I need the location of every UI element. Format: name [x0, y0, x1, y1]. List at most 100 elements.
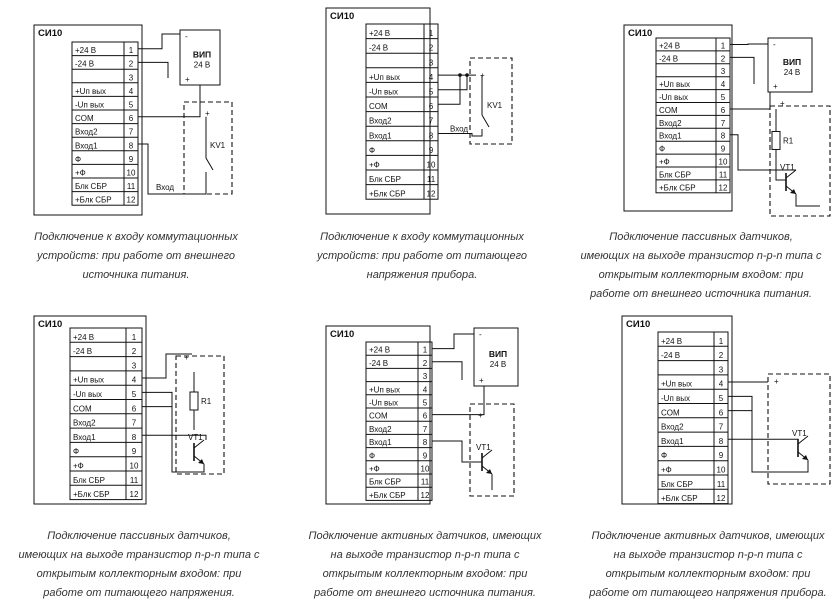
caption-5: Подключение активных датчиков, имеющих н… — [290, 527, 560, 603]
terminal-label: +Блк СБР — [369, 491, 406, 500]
wire-res-base — [775, 172, 786, 181]
terminal-number: 3 — [129, 73, 134, 82]
terminal-number: 5 — [129, 101, 134, 110]
device-body — [623, 24, 733, 212]
terminal-label: COM — [661, 408, 680, 417]
terminal-number: 6 — [129, 114, 134, 123]
vip-plus-sign: + — [479, 376, 484, 385]
transistor-arrow — [802, 455, 808, 460]
caption-1-line-3: источника питания. — [82, 269, 190, 281]
wire-input1 — [730, 134, 796, 171]
vip-plus-sign: + — [185, 75, 190, 84]
terminal-label: Вход1 — [659, 132, 682, 141]
p5-plus-sign: + — [478, 411, 483, 420]
wire-m24 — [138, 61, 169, 78]
terminal-label: Вход2 — [75, 128, 98, 137]
terminal-number: 11 — [421, 478, 430, 487]
terminal-number: 1 — [719, 337, 724, 346]
terminal-number: 6 — [721, 106, 726, 115]
caption-2-line-3: напряжения прибора. — [366, 269, 478, 281]
vip-title: ВИП — [489, 349, 507, 359]
vip-title: ВИП — [783, 57, 801, 67]
junction-dot — [458, 73, 462, 77]
transistor-label: VT1 — [792, 429, 807, 438]
terminal-number: 10 — [427, 161, 436, 170]
vip-box — [767, 37, 813, 93]
sensor-dashed-box — [175, 355, 225, 475]
terminal-label: Ф — [369, 146, 375, 155]
caption-6: Подключение активных датчиков, имеющих н… — [580, 527, 836, 603]
terminal-number: 12 — [421, 491, 430, 500]
terminal-label: Вход1 — [75, 141, 98, 150]
terminal-label: -Uп вых — [661, 394, 690, 403]
caption-6-line-3: открытым коллекторным входом: при — [605, 568, 811, 580]
caption-3-line-3: открытым коллекторным входом: при — [598, 269, 804, 281]
wire-emitter — [795, 194, 820, 207]
terminal-number: 11 — [717, 480, 726, 489]
terminal-number: 2 — [429, 44, 434, 53]
terminal-number: 9 — [423, 451, 428, 460]
terminal-label: Блк СБР — [369, 175, 401, 184]
terminal-label: Вход1 — [369, 131, 392, 140]
device-title: СИ10 — [330, 329, 354, 340]
terminal-number: 4 — [721, 80, 726, 89]
terminal-number: 5 — [719, 394, 724, 403]
p4-plus-sign: + — [184, 353, 189, 362]
terminal-label: +Uп вых — [369, 385, 400, 394]
terminal-label: Вход1 — [369, 438, 392, 447]
terminal-number: 9 — [719, 451, 724, 460]
terminal-number: 4 — [129, 87, 134, 96]
terminal-label: -Uп вых — [659, 93, 688, 102]
terminal-label: +Блк СБР — [75, 196, 112, 205]
terminal-label: Ф — [369, 451, 375, 460]
p6-plus-sign: + — [774, 377, 779, 386]
device-title: СИ10 — [628, 28, 652, 39]
terminal-number: 4 — [423, 385, 428, 394]
wire-com — [138, 85, 201, 118]
wire-com — [438, 75, 461, 105]
wire-uplus — [142, 353, 192, 379]
terminal-number: 10 — [421, 465, 430, 474]
wire-input1 — [438, 133, 483, 137]
terminal-label: -24 В — [659, 54, 678, 63]
terminal-label: COM — [73, 404, 92, 413]
terminal-number: 3 — [132, 361, 137, 370]
caption-4-line-4: работе от питающего напряжения. — [43, 587, 235, 599]
sensor-dashed-box — [469, 403, 515, 497]
relay-label: KV1 — [210, 141, 226, 150]
terminal-number: 8 — [423, 438, 428, 447]
caption-3-line-1: Подключение пассивных датчиков, — [609, 231, 793, 243]
caption-5-line-2: на выходе транзистор n-p-n типа с — [330, 549, 520, 561]
terminal-label: +Ф — [659, 158, 670, 167]
terminal-label: +24 В — [369, 346, 390, 355]
terminal-number: 2 — [719, 351, 724, 360]
terminal-label: -24 В — [369, 44, 388, 53]
terminal-number: 6 — [132, 404, 137, 413]
transistor-arrow — [198, 459, 204, 464]
caption-6-line-2: на выходе транзистор n-p-n типа с — [613, 549, 803, 561]
terminal-label: +Uп вых — [73, 376, 104, 385]
terminal-number: 3 — [721, 67, 726, 76]
terminal-number: 8 — [719, 437, 724, 446]
device-title: СИ10 — [330, 11, 354, 22]
terminal-number: 2 — [721, 54, 726, 63]
resistor-label: R1 — [201, 397, 212, 406]
terminal-label: +Ф — [661, 466, 672, 475]
caption-5-line-3: открытым коллекторным входом: при — [322, 568, 528, 580]
transistor-arrow — [486, 469, 492, 474]
relay-contact — [205, 157, 214, 171]
terminal-number: 10 — [127, 169, 136, 178]
terminal-label: -Uп вых — [369, 399, 398, 408]
terminal-label: Блк СБР — [661, 480, 693, 489]
terminal-number: 9 — [721, 145, 726, 154]
terminal-number: 7 — [132, 419, 137, 428]
terminal-number: 6 — [429, 102, 434, 111]
terminal-number: 12 — [127, 196, 136, 205]
terminal-number: 11 — [719, 170, 728, 179]
terminal-number: 4 — [719, 380, 724, 389]
